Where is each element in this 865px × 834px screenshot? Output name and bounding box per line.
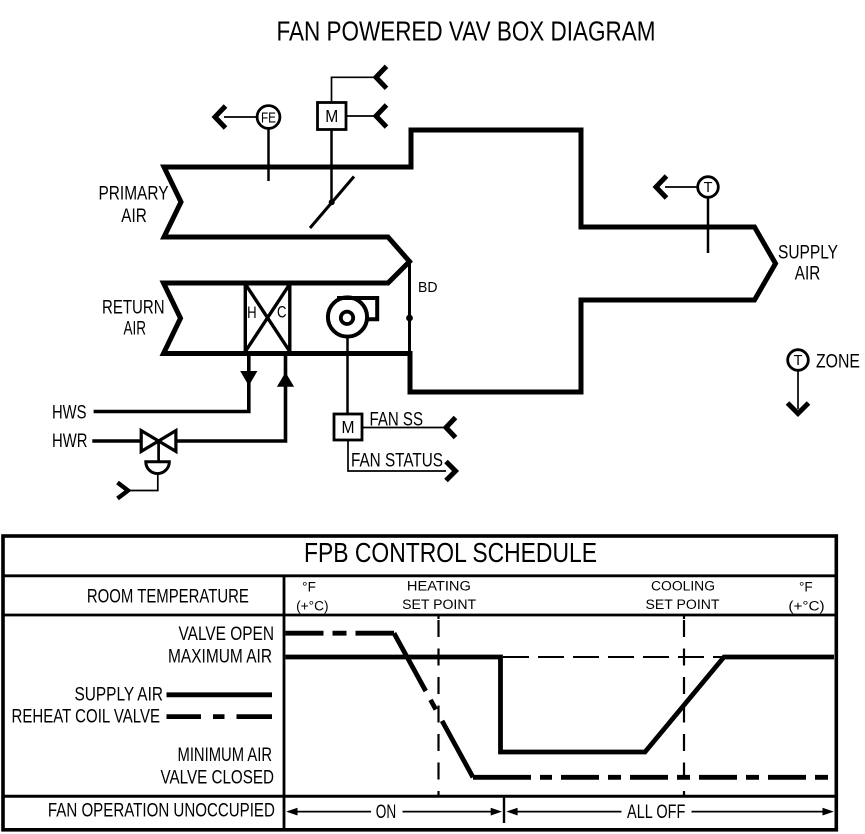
svg-text:ZONE: ZONE: [816, 351, 860, 372]
svg-text:AIR: AIR: [124, 319, 147, 340]
svg-text:(+°C): (+°C): [296, 598, 328, 613]
svg-text:REHEAT COIL VALVE: REHEAT COIL VALVE: [12, 706, 161, 727]
svg-text:°F: °F: [302, 579, 316, 594]
svg-text:°F: °F: [799, 579, 813, 594]
svg-text:HEATING: HEATING: [407, 579, 471, 594]
svg-text:FAN STATUS: FAN STATUS: [351, 451, 443, 472]
svg-text:VALVE CLOSED: VALVE CLOSED: [161, 767, 275, 788]
svg-text:MAXIMUM AIR: MAXIMUM AIR: [168, 646, 272, 667]
svg-text:AIR: AIR: [795, 263, 821, 284]
svg-text:ALL OFF: ALL OFF: [627, 802, 685, 823]
svg-text:HWS: HWS: [52, 402, 87, 423]
svg-text:MINIMUM AIR: MINIMUM AIR: [178, 745, 273, 766]
svg-text:PRIMARY: PRIMARY: [99, 184, 169, 205]
svg-text:SET POINT: SET POINT: [402, 597, 476, 612]
svg-text:FE: FE: [261, 109, 276, 126]
svg-text:FAN SS: FAN SS: [370, 409, 424, 430]
svg-text:FAN POWERED VAV BOX DIAGRAM: FAN POWERED VAV BOX DIAGRAM: [277, 15, 656, 46]
svg-text:C: C: [277, 304, 287, 322]
svg-text:COOLING: COOLING: [651, 579, 715, 594]
svg-text:VALVE OPEN: VALVE OPEN: [179, 624, 275, 645]
svg-text:FAN OPERATION UNOCCUPIED: FAN OPERATION UNOCCUPIED: [48, 800, 275, 821]
svg-text:M: M: [342, 417, 355, 437]
svg-text:AIR: AIR: [121, 206, 147, 227]
svg-text:HWR: HWR: [52, 431, 88, 452]
svg-text:SUPPLY AIR: SUPPLY AIR: [75, 684, 164, 705]
svg-text:ON: ON: [376, 802, 396, 823]
svg-text:SUPPLY: SUPPLY: [778, 242, 838, 263]
svg-text:T: T: [704, 180, 713, 196]
svg-text:M: M: [325, 106, 338, 126]
svg-text:ROOM TEMPERATURE: ROOM TEMPERATURE: [87, 587, 249, 608]
svg-text:BD: BD: [418, 279, 438, 296]
svg-text:FPB CONTROL SCHEDULE: FPB CONTROL SCHEDULE: [304, 537, 597, 568]
svg-text:H: H: [247, 304, 257, 322]
svg-text:(+°C): (+°C): [788, 598, 824, 613]
svg-text:SET POINT: SET POINT: [646, 597, 720, 612]
svg-text:T: T: [794, 353, 803, 369]
svg-text:RETURN: RETURN: [102, 298, 165, 319]
